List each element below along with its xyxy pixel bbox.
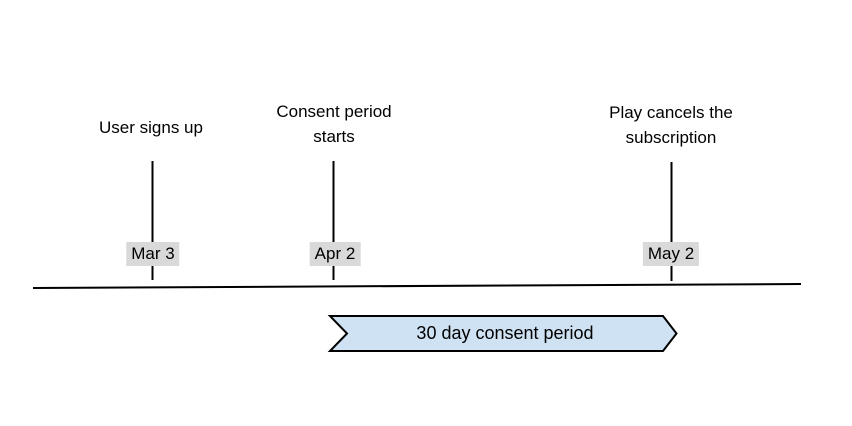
event-label-consent-period-starts: Consent period starts [276,102,392,146]
event-date-badge-apr-2: Apr 2 [309,242,361,266]
consent-period-arrow-shape [327,315,678,352]
event-label-user-signs-up: User signs up [99,118,203,137]
timeline-axis-line [32,283,802,289]
event-date-badge-may-2: May 2 [642,242,700,266]
consent-period-banner-label: 30 day consent period [416,323,594,343]
event-label-play-cancels-subscription: Play cancels the subscription [609,103,733,147]
event-date-badge-mar-3: Mar 3 [126,242,180,266]
